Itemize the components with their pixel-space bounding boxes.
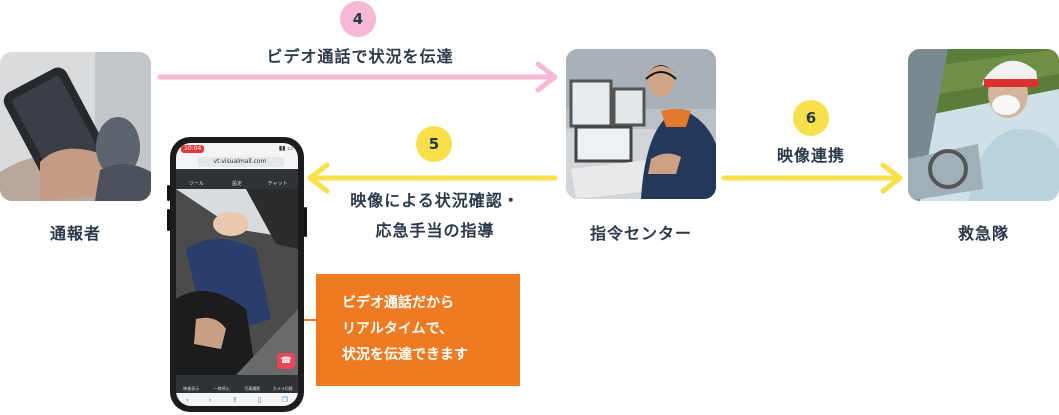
control-photo[interactable]: 写真撮影	[244, 386, 261, 391]
bookmarks-icon[interactable]: ▯	[257, 395, 262, 404]
command-center-photo	[566, 49, 716, 199]
camera-feed	[176, 189, 298, 375]
actor-label-reporter: 通報者	[49, 224, 101, 243]
step6-label: 映像連携	[776, 146, 845, 165]
step-badge-6: 6	[793, 100, 829, 136]
share-icon[interactable]: ⇪	[231, 395, 238, 404]
video-call-toolbar: ツール 設定 チャット	[176, 169, 298, 189]
browser-nav-bar: ‹ › ⇪ ▯ ❐	[176, 393, 298, 406]
arrow-step6	[721, 162, 903, 194]
call-controls: 映像表示 一時停止 写真撮影 カメラ切替	[176, 375, 298, 393]
step-badge-5: 5	[416, 126, 452, 162]
actor-label-command-center: 指令センター	[589, 224, 692, 243]
back-icon[interactable]: ‹	[186, 395, 189, 404]
control-video[interactable]: 映像表示	[183, 386, 200, 391]
toolbar-chat[interactable]: チャット	[267, 181, 288, 187]
callout-line1: ビデオ通話だから	[342, 295, 454, 311]
step5-label-line1: 映像による状況確認・	[350, 191, 520, 210]
step5-label-line2: 応急手当の指導	[375, 221, 495, 240]
control-camera-switch[interactable]: カメラ切替	[272, 386, 293, 391]
step-badge-4: 4	[340, 1, 376, 37]
status-time: 10:04	[181, 145, 205, 153]
url-bar[interactable]	[198, 157, 284, 167]
url-text: vt.visualmall.com	[213, 158, 267, 165]
smartphone-mockup: 10:04 ▮▮ ▭ vt.visualmall.com ツール 設定 チャット	[167, 137, 307, 412]
forward-icon[interactable]: ›	[208, 395, 212, 404]
actor-label-ambulance: 救急隊	[957, 224, 1009, 243]
callout-line2: リアルタイムで、	[342, 321, 454, 337]
arrow-step5	[307, 162, 558, 194]
end-call-button[interactable]: ☎	[277, 353, 295, 369]
toolbar-settings[interactable]: 設定	[232, 181, 243, 187]
reporter-photo	[0, 52, 151, 201]
toolbar-tool[interactable]: ツール	[188, 181, 204, 187]
callout-line3: 状況を伝達できます	[342, 347, 468, 363]
control-pause[interactable]: 一時停止	[213, 386, 230, 391]
arrow-step4	[157, 61, 558, 93]
phone-screen: 10:04 ▮▮ ▭ vt.visualmall.com ツール 設定 チャット	[176, 143, 298, 406]
status-icons: ▮▮ ▭	[278, 145, 293, 152]
step4-label: ビデオ通話で状況を伝達	[266, 47, 454, 66]
ambulance-team-photo	[908, 49, 1059, 201]
realtime-callout: ビデオ通話だから リアルタイムで、 状況を伝達できます	[316, 274, 520, 386]
phone-hangup-icon: ☎	[280, 355, 292, 366]
tabs-icon[interactable]: ❐	[281, 395, 288, 404]
